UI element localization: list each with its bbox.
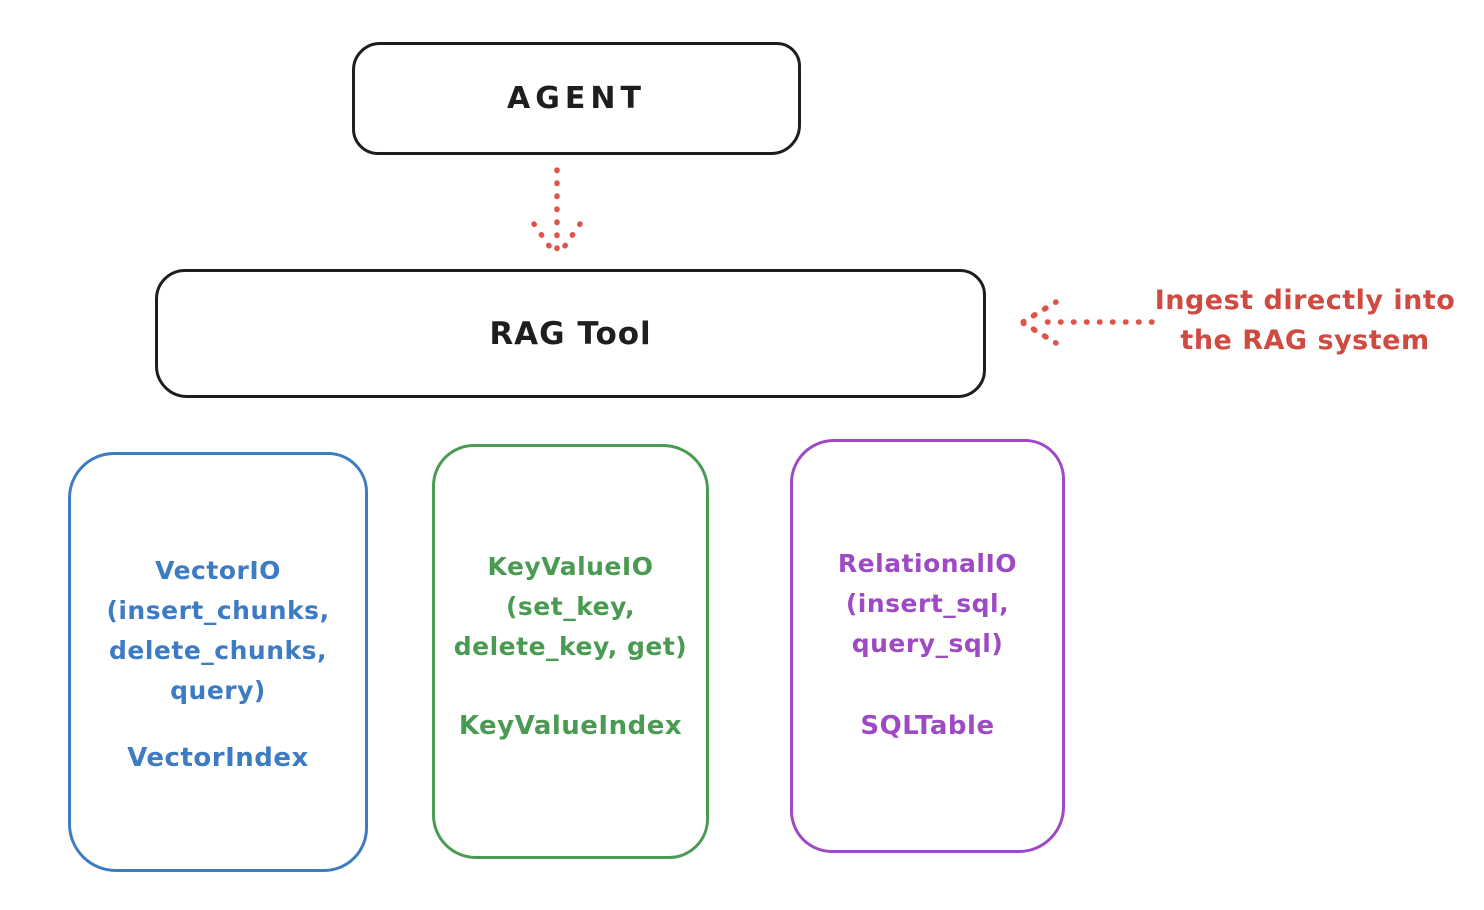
arrowhead-bottom [1022,321,1059,346]
node-key-value-io: KeyValueIO (set_key, delete_key, get) Ke… [432,444,709,859]
key-value-io-title: KeyValueIO (set_key, delete_key, get) [435,547,706,667]
node-agent: AGENT [352,42,801,155]
vector-index-label: VectorIndex [127,743,309,773]
relational-io-title-line: (insert_sql, [845,589,1010,618]
key-value-io-title-line: KeyValueIO [487,552,654,581]
arrowhead-right [555,221,583,259]
arrow-annotation-to-rag-icon [1020,299,1155,346]
sql-table-label: SQLTable [860,711,995,741]
ingest-annotation: Ingest directly into the RAG system [1140,281,1470,361]
arrowhead-left [531,221,559,259]
arrow-agent-to-rag-icon [531,167,583,259]
node-relational-io: RelationalIO (insert_sql, query_sql) SQL… [790,439,1065,853]
node-vector-io: VectorIO (insert_chunks, delete_chunks, … [68,452,368,872]
arrowhead-bottom-inner [1020,320,1049,340]
vector-io-title-line: VectorIO [155,556,281,585]
key-value-io-title-line: delete_key, get) [453,632,688,661]
key-value-io-title-line: (set_key, [506,592,635,621]
relational-io-title-line: RelationalIO [837,549,1018,578]
agent-label: AGENT [507,81,646,116]
relational-io-title-line: query_sql) [851,629,1004,658]
key-value-index-label: KeyValueIndex [458,711,683,741]
vector-io-title-line: (insert_chunks, [106,596,330,625]
ingest-annotation-line: Ingest directly into [1154,285,1456,316]
node-rag-tool: RAG Tool [155,269,986,398]
ingest-annotation-line: the RAG system [1180,325,1430,356]
relational-io-title: RelationalIO (insert_sql, query_sql) [793,544,1062,664]
rag-tool-label: RAG Tool [489,315,652,352]
vector-io-title: VectorIO (insert_chunks, delete_chunks, … [71,551,365,711]
arrowhead-top-inner [1020,305,1049,325]
vector-io-title-line: query) [170,676,266,705]
vector-io-title-line: delete_chunks, [109,636,327,665]
arrowhead-top [1022,299,1059,324]
